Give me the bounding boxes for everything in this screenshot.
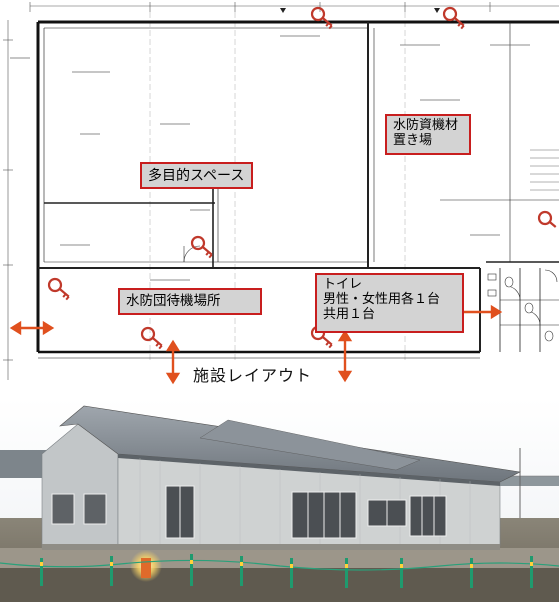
building-photo	[0, 398, 559, 602]
key-icon-3	[190, 235, 213, 259]
key-icon-7	[537, 210, 557, 228]
equipment-storage-label: 水防資機材 置き場	[385, 114, 471, 155]
key-icon-5	[310, 6, 333, 30]
double-arrow-icon-standby	[165, 339, 181, 385]
double-arrow-icon-left	[9, 320, 55, 336]
building	[41, 405, 521, 550]
dimension-markers	[280, 8, 440, 13]
outer-walls	[36, 20, 559, 359]
multipurpose-space-label: 多目的スペース	[140, 162, 253, 189]
dimension-line-top	[29, 2, 559, 12]
safety-barrier	[0, 554, 559, 588]
dimension-line-left	[3, 20, 13, 380]
toilet-fixtures	[487, 273, 554, 342]
arrow-icon-toilet-right	[464, 304, 503, 320]
key-icon-2	[140, 326, 163, 350]
toilet-label: トイレ 男性・女性用各１台 共用１台	[315, 273, 464, 333]
stair-lines	[530, 149, 559, 191]
interior-walls	[38, 22, 559, 352]
key-icon-6	[442, 6, 465, 30]
layout-caption: 施設レイアウト	[193, 366, 313, 385]
double-arrow-icon-toilet	[337, 329, 353, 383]
standby-room-label: 水防団待機場所	[118, 288, 262, 315]
floor-plan	[3, 2, 559, 385]
key-icon-1	[47, 277, 70, 301]
